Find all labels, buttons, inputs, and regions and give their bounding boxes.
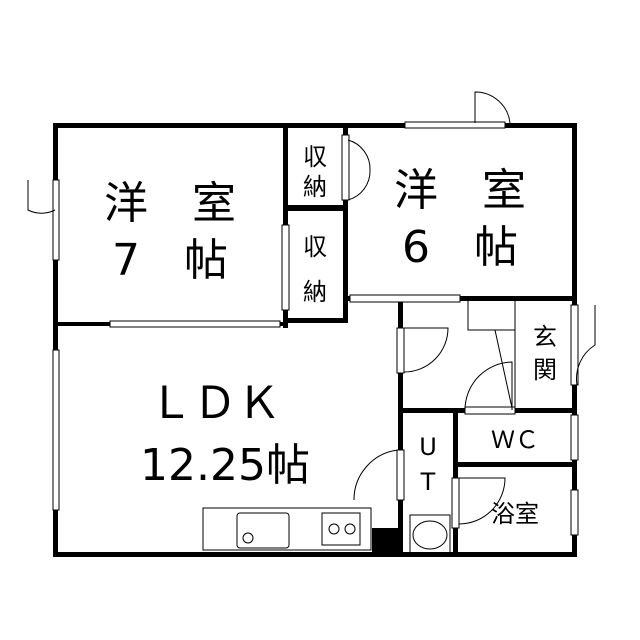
room-ldk-label: ＬＤＫ (149, 378, 281, 429)
room-western-6-label: 洋 室 (394, 165, 526, 216)
storage-2-label: 収 (303, 233, 327, 261)
storage-2-label-2: 納 (303, 278, 327, 306)
interior-doors (27, 91, 596, 529)
entrance-label: 玄 (533, 323, 557, 351)
room-western-7-size: 7 帖 (112, 235, 228, 286)
room-western-7-label: 洋 室 (104, 178, 236, 229)
windows (52, 121, 579, 536)
storage-1-label: 収 (303, 143, 327, 171)
stove-icon (321, 512, 361, 546)
room-ldk-size: 12.25帖 (140, 440, 310, 491)
entrance-label-2: 関 (533, 356, 557, 384)
ut-label-2: T (420, 468, 436, 496)
wc-label: ＷＣ (491, 426, 539, 454)
washbasin-icon (409, 514, 451, 554)
room-western-6-size: 6 帖 (402, 222, 518, 273)
bath-label: 浴室 (491, 500, 539, 528)
kitchen-counter (202, 507, 372, 551)
ut-label: U (419, 433, 437, 461)
sink-icon (236, 512, 290, 549)
storage-1-label-2: 納 (303, 173, 327, 201)
